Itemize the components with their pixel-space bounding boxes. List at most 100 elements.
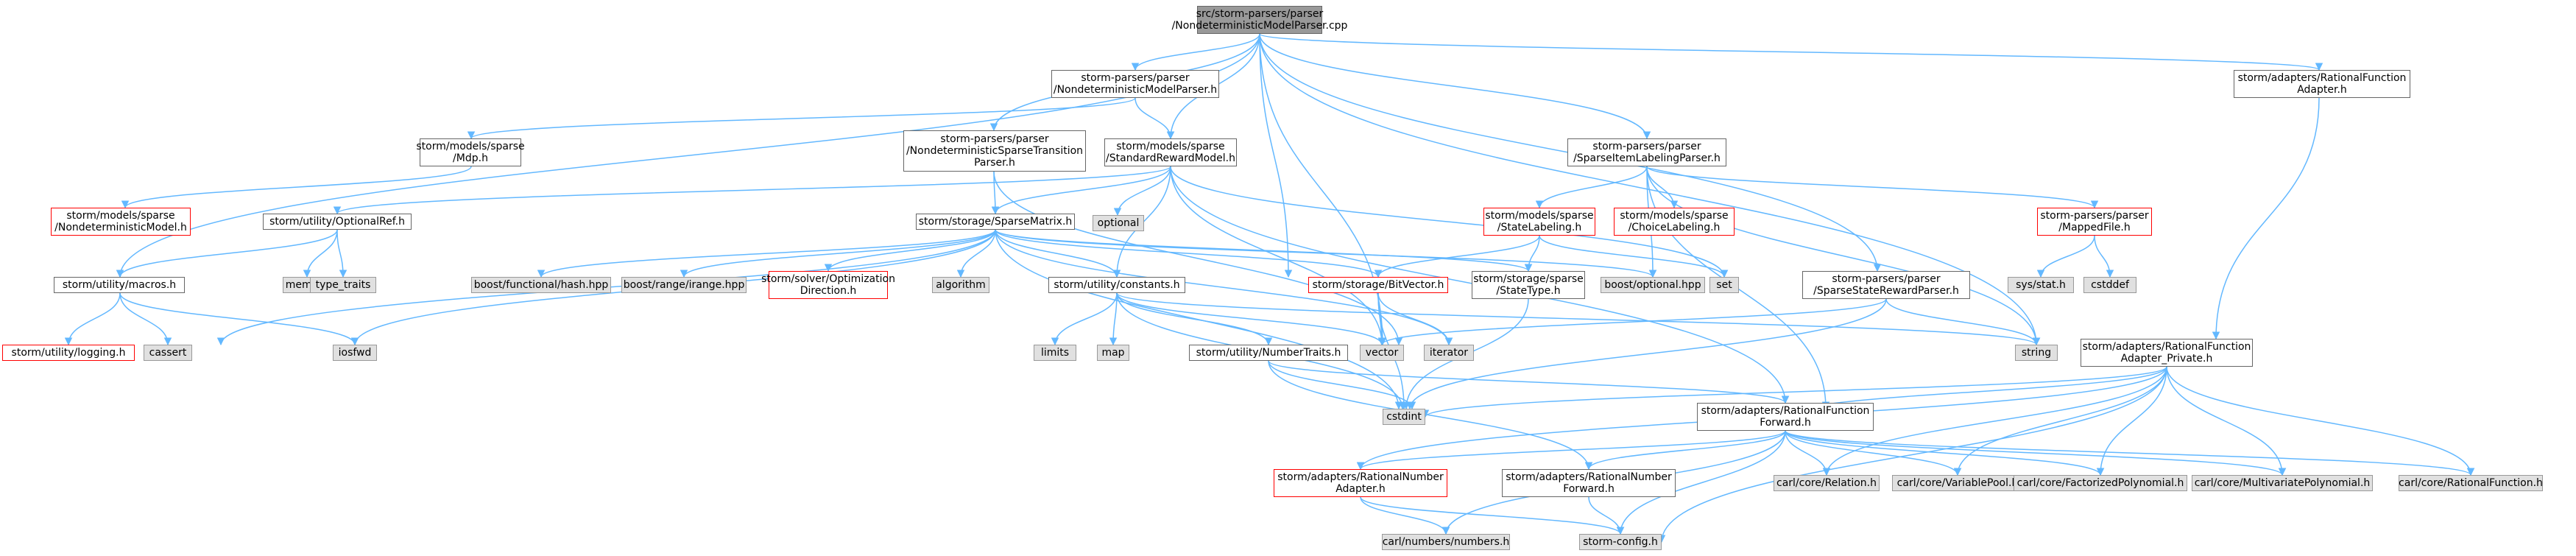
- node-srm[interactable]: storm/models/sparse/StandardRewardModel.…: [1104, 138, 1237, 166]
- node-cstddef: cstddef: [2083, 277, 2136, 293]
- node-label: cstdint: [1386, 411, 1422, 423]
- dependency-edge: [1360, 496, 1625, 535]
- dependency-edge: [991, 166, 1171, 215]
- dependency-edge: [1135, 97, 1175, 140]
- node-label: /ChoiceLabeling.h: [1628, 222, 1721, 233]
- dependency-edge: [956, 229, 996, 278]
- dependency-edge: [1109, 292, 1118, 346]
- node-label: algorithm: [936, 279, 986, 291]
- node-choicelabeling[interactable]: storm/models/sparse/ChoiceLabeling.h: [1614, 208, 1735, 236]
- node-label: carl/core/RationalFunction.h: [2399, 477, 2543, 489]
- dependency-edge: [1584, 430, 1786, 471]
- node-boost-optional: boost/optional.hpp: [1601, 277, 1705, 293]
- node-ndmodel[interactable]: storm/models/sparse/NondeterministicMode…: [51, 208, 191, 236]
- node-macros[interactable]: storm/utility/macros.h: [54, 277, 185, 293]
- node-label: Forward.h: [1760, 417, 1811, 429]
- dependency-edge: [1657, 366, 2167, 543]
- node-label: storm/adapters/RationalNumber: [1506, 471, 1672, 483]
- dependency-edge: [121, 166, 472, 209]
- dependency-edge: [64, 292, 121, 346]
- dependency-edge: [2166, 366, 2475, 476]
- node-label: storm-parsers/parser: [1832, 273, 1941, 285]
- dependency-edge: [1785, 430, 1831, 476]
- node-statetype[interactable]: storm/storage/sparse/StateType.h: [1472, 271, 1585, 299]
- node-label: /StateType.h: [1496, 285, 1561, 297]
- node-sparsematrix[interactable]: storm/storage/SparseMatrix.h: [916, 214, 1075, 230]
- dependency-edge: [1785, 430, 2287, 476]
- dependency-edge: [1539, 235, 1729, 278]
- node-label: map: [1101, 347, 1125, 359]
- dependency-edge: [1785, 430, 2474, 476]
- dependency-edge: [993, 171, 1403, 346]
- dependency-edge: [1116, 292, 2040, 346]
- dependency-edge: [1953, 366, 2167, 476]
- node-label: /NondeterministicSparseTransition: [906, 145, 1084, 157]
- dependency-edge: [2166, 366, 2287, 476]
- node-label: storm/models/sparse: [1116, 141, 1225, 152]
- node-statelabeling[interactable]: storm/models/sparse/StateLabeling.h: [1483, 208, 1595, 236]
- node-label: Parser.h: [974, 157, 1015, 169]
- dependency-edge: [1646, 166, 2041, 346]
- node-label: storm/adapters/RationalFunction: [2082, 341, 2251, 353]
- node-label: /MappedFile.h: [2058, 222, 2131, 233]
- node-ratfunc: carl/core/RationalFunction.h: [2399, 475, 2543, 491]
- node-label: string: [2021, 347, 2052, 359]
- node-ndstp[interactable]: storm-parsers/parser/NondeterministicSpa…: [903, 130, 1086, 172]
- node-ndmp-h[interactable]: storm-parsers/parser/NondeterministicMod…: [1051, 70, 1219, 98]
- dependency-edge: [1131, 33, 1260, 71]
- dependency-edge: [1170, 166, 1386, 346]
- node-root[interactable]: src/storm-parsers/parser/Nondeterministi…: [1172, 6, 1347, 34]
- dependency-edge: [119, 292, 172, 346]
- node-type-traits: type_traits: [310, 277, 376, 293]
- node-mdp[interactable]: storm/models/sparse/Mdp.h: [416, 138, 525, 166]
- node-logging[interactable]: storm/utility/logging.h: [2, 345, 135, 361]
- node-string: string: [2015, 345, 2058, 361]
- node-map: map: [1097, 345, 1129, 361]
- node-label: carl/core/MultivariatePolynomial.h: [2194, 477, 2371, 489]
- dependency-edge: [1646, 166, 2099, 209]
- node-silp[interactable]: storm-parsers/parser/SparseItemLabelingP…: [1567, 138, 1726, 166]
- node-label: optional: [1097, 217, 1140, 229]
- node-constants[interactable]: storm/utility/constants.h: [1048, 277, 1185, 293]
- node-label: storm/utility/NumberTraits.h: [1196, 347, 1341, 359]
- node-label: carl/core/FactorizedPolynomial.h: [2016, 477, 2184, 489]
- dependency-edge: [1268, 360, 1790, 404]
- node-label: /NondeterministicModelParser.cpp: [1171, 20, 1348, 32]
- dependency-edge: [1422, 366, 2167, 418]
- dependency-edge: [1113, 166, 1171, 217]
- dependency-edge: [1885, 298, 2041, 346]
- node-numbers: carl/numbers/numbers.h: [1382, 534, 1510, 550]
- node-label: storm/utility/OptionalRef.h: [269, 216, 405, 228]
- node-label: carl/numbers/numbers.h: [1382, 536, 1510, 548]
- node-vector: vector: [1360, 345, 1404, 361]
- node-ssrp[interactable]: storm-parsers/parser/SparseStateRewardPa…: [1802, 271, 1970, 299]
- node-label: storm/storage/sparse: [1473, 273, 1584, 285]
- dependency-edge: [1116, 292, 1273, 346]
- node-label: storm/adapters/RationalNumber: [1277, 471, 1444, 483]
- dependency-edge: [1268, 360, 1416, 410]
- node-optref[interactable]: storm/utility/OptionalRef.h: [263, 214, 412, 230]
- node-label: cstddef: [2091, 279, 2129, 291]
- node-label: /NondeterministicModel.h: [54, 222, 187, 233]
- dependency-edge: [336, 229, 347, 278]
- node-algorithm: algorithm: [932, 277, 989, 293]
- node-label: storm/models/sparse: [66, 210, 175, 222]
- node-label: Adapter.h: [2297, 84, 2347, 96]
- node-label: cassert: [149, 347, 187, 359]
- node-label: storm-parsers/parser: [1592, 141, 1701, 152]
- dependency-edge: [1259, 33, 1293, 278]
- node-mappedfile[interactable]: storm-parsers/parser/MappedFile.h: [2037, 208, 2152, 236]
- dependency-edge: [1051, 292, 1118, 346]
- node-bitvector[interactable]: storm/storage/BitVector.h: [1308, 277, 1448, 293]
- node-label: storm-parsers/parser: [1081, 72, 1190, 84]
- node-label: vector: [1365, 347, 1399, 359]
- node-label: /StateLabeling.h: [1497, 222, 1582, 233]
- node-label: limits: [1040, 347, 1070, 359]
- node-numbertraits[interactable]: storm/utility/NumberTraits.h: [1189, 345, 1348, 361]
